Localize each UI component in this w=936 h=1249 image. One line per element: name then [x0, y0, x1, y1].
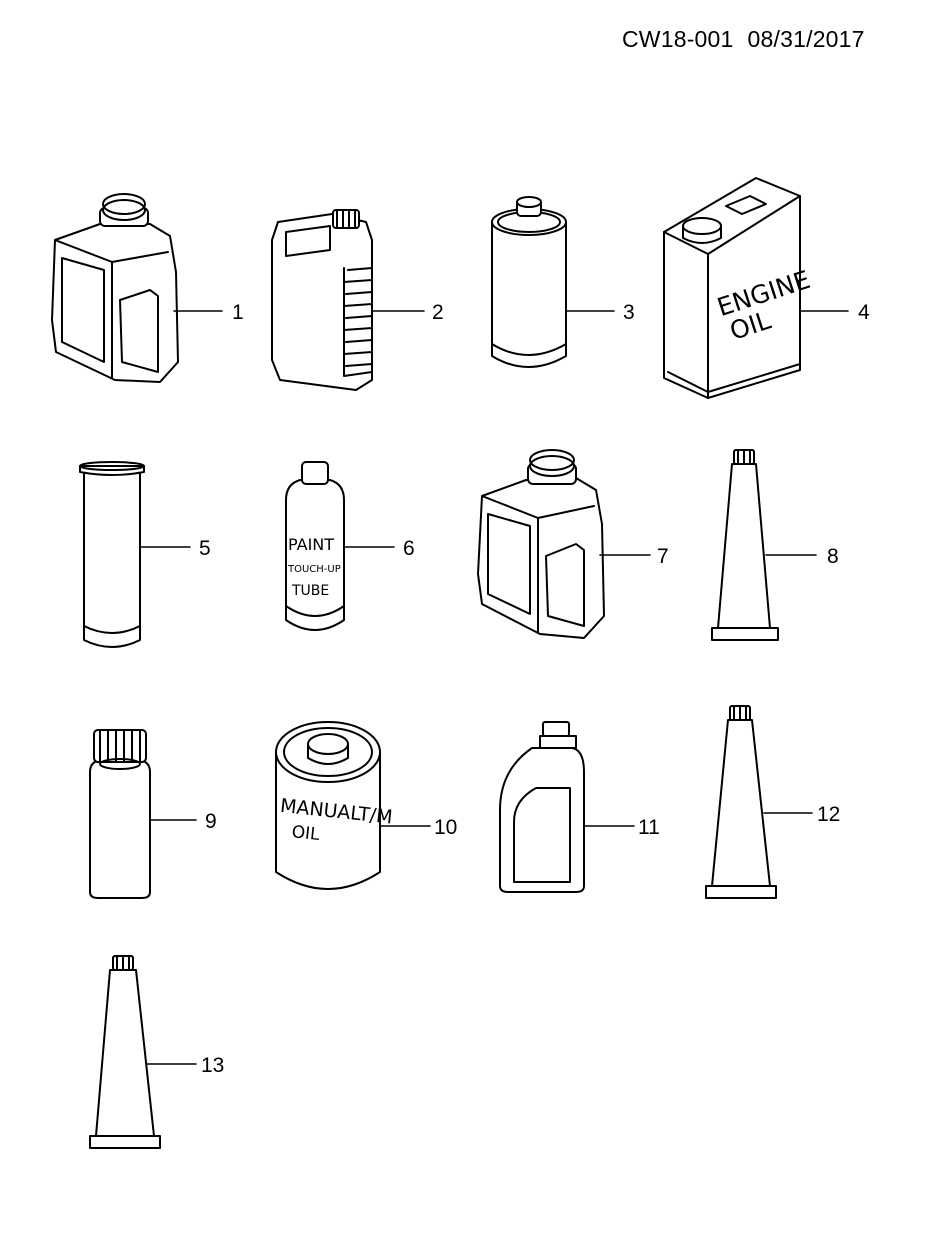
item-10-manual-tm-oil-can: MANUALT/M OIL: [275, 721, 394, 890]
callout-13: 13: [201, 1054, 224, 1077]
drawing-code: CW18-001: [622, 26, 734, 52]
callout-8: 8: [827, 545, 839, 568]
callout-12: 12: [817, 803, 840, 826]
item-5-grease-cartridge: [79, 461, 145, 648]
paint-label-line2: TOUCH-UP: [287, 564, 341, 575]
item-9-small-bottle: [89, 729, 151, 899]
callout-9: 9: [205, 810, 217, 833]
item-2-oil-jug: [271, 209, 373, 391]
callout-5: 5: [199, 537, 211, 560]
manual-oil-label-line2: OIL: [291, 822, 321, 845]
callout-10: 10: [434, 816, 457, 839]
item-7-oil-jug: [477, 449, 605, 639]
callout-11: 11: [638, 816, 660, 839]
callout-labels: 1 2 3 4 5 6 7 8 9 10 11 12 13: [199, 301, 870, 1077]
item-1-oil-jug: [51, 193, 179, 383]
item-12-grease-tube: [705, 705, 777, 899]
callout-1: 1: [232, 301, 244, 324]
item-13-grease-tube: [89, 955, 161, 1149]
callout-3: 3: [623, 301, 635, 324]
drawing-date: 08/31/2017: [747, 26, 865, 52]
paint-label-line1: PAINT: [288, 535, 334, 554]
paint-label-line3: TUBE: [291, 583, 329, 599]
item-3-fluid-can: [491, 196, 567, 368]
drawing-header: CW18-001 08/31/2017: [622, 26, 879, 53]
callout-2: 2: [432, 301, 444, 324]
item-11-oil-bottle: [499, 721, 585, 893]
leader-lines: [139, 310, 849, 1065]
item-6-paint-bottle: PAINT TOUCH-UP TUBE: [285, 461, 345, 631]
callout-6: 6: [403, 537, 415, 560]
callout-7: 7: [657, 545, 669, 568]
item-4-engine-oil-tin: ENGINE OIL: [663, 177, 814, 399]
item-8-grease-tube: [711, 449, 779, 641]
callout-4: 4: [858, 301, 870, 324]
